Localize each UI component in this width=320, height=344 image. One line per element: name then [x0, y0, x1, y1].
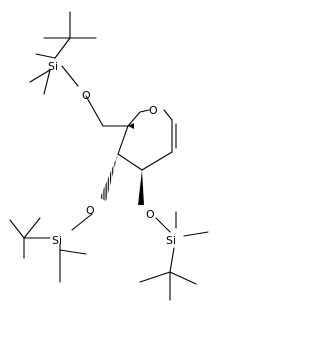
tbs-group-top	[29, 11, 104, 127]
tbs-group-middle	[9, 213, 93, 283]
bond	[141, 151, 173, 171]
bond	[85, 95, 104, 127]
bond	[139, 109, 150, 113]
atom-label-o-top: O	[82, 89, 91, 102]
bond	[23, 217, 41, 239]
tbs-group-right	[139, 211, 209, 301]
molecule-drawing: O O Si O Si O Si	[9, 11, 209, 301]
bond	[54, 37, 71, 59]
bond	[59, 249, 87, 255]
bond	[29, 69, 51, 83]
bond	[183, 231, 209, 237]
bond	[71, 213, 93, 231]
wedge-bond	[128, 123, 134, 129]
bond	[117, 153, 143, 171]
bond	[139, 271, 171, 283]
bond	[155, 217, 171, 233]
bond	[127, 111, 141, 127]
atom-label-o-ring: O	[149, 104, 158, 117]
atom-label-si-mid: Si	[52, 234, 62, 247]
pyran-ring	[117, 109, 177, 171]
bond	[61, 65, 79, 87]
atom-label-o-right: O	[146, 208, 155, 221]
atom-label-o-mid: O	[86, 204, 95, 217]
wedge-bond	[138, 170, 144, 205]
bond	[169, 271, 197, 285]
bond	[43, 69, 51, 95]
bond	[35, 53, 56, 59]
bond	[163, 109, 173, 121]
bond	[169, 247, 175, 273]
atom-label-si-right: Si	[166, 234, 176, 247]
hashed-wedge-bond	[100, 154, 118, 201]
bond	[9, 219, 25, 239]
bond	[117, 125, 129, 155]
atom-label-si-top: Si	[48, 60, 58, 73]
structure-canvas: O O Si O Si O Si	[9, 11, 209, 301]
